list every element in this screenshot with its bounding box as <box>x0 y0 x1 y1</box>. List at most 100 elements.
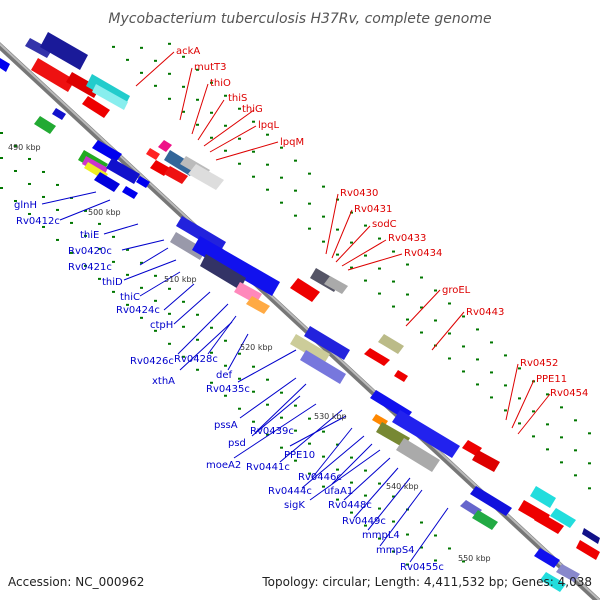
tick-dot <box>434 559 437 562</box>
gene-label-reverse: Rv0412c <box>16 216 60 227</box>
feature-reverse <box>396 438 440 472</box>
tick-dot <box>182 55 185 58</box>
tick-dot <box>364 224 367 227</box>
tick-dot <box>574 449 577 452</box>
tick-dot <box>448 547 451 550</box>
feature-forward <box>324 276 348 294</box>
tick-dots <box>0 42 591 566</box>
tick-dot <box>406 293 409 296</box>
feature-forward <box>164 166 188 184</box>
tick-dot <box>154 329 157 332</box>
backbone-line <box>0 42 600 600</box>
gene-label-reverse: Rv0441c <box>246 462 290 473</box>
tick-dot <box>518 422 521 425</box>
tick-dot <box>126 248 129 251</box>
gene-label-reverse: mmpL4 <box>362 530 400 541</box>
tick-dot <box>420 521 423 524</box>
gene-label-reverse: Rv0449c <box>342 516 386 527</box>
gene-label-reverse: def <box>216 370 233 381</box>
gene-label-reverse: Rv0444c <box>268 486 312 497</box>
tick-dot <box>266 163 269 166</box>
tick-dot <box>0 132 3 134</box>
tick-dot <box>0 187 3 189</box>
feature-forward <box>82 96 110 118</box>
feature-reverse <box>94 172 120 192</box>
reverse-features <box>0 58 580 592</box>
tick-dot <box>182 355 185 358</box>
kbp-tick-label: 550 kbp <box>458 554 491 563</box>
tick-dot <box>182 85 185 88</box>
tick-dot <box>294 459 297 462</box>
tick-dot <box>588 462 591 465</box>
tick-dot <box>364 524 367 527</box>
forward-gene-labels: ackA mutT3 thiO thiS thiG lpqL lpqM Rv04… <box>176 46 588 399</box>
gene-label-reverse: ufaA1 <box>324 486 353 497</box>
tick-dot <box>574 419 577 422</box>
tick-dot <box>140 316 143 319</box>
tick-dot <box>224 149 227 152</box>
tick-dot <box>112 235 115 238</box>
gene-label-forward: mutT3 <box>194 62 226 73</box>
feature-forward <box>158 140 172 152</box>
tick-dot <box>14 169 17 172</box>
tick-dot <box>238 407 241 410</box>
tick-dot <box>168 42 171 45</box>
tick-dot <box>14 144 17 147</box>
tick-dot <box>154 299 157 302</box>
tick-dot <box>154 59 157 62</box>
gene-label-forward: lpqL <box>258 120 279 131</box>
feature-forward <box>31 58 75 92</box>
tick-dot <box>560 436 563 439</box>
gene-label-reverse: PPE10 <box>284 450 315 461</box>
feature-reverse <box>246 296 270 314</box>
feature-forward <box>550 508 576 528</box>
tick-dot <box>546 423 549 426</box>
gene-label-reverse: Rv0428c <box>174 354 218 365</box>
tick-dot <box>434 534 437 537</box>
tick-dot <box>56 183 59 186</box>
tick-dot <box>378 507 381 510</box>
gene-label-forward: Rv0454 <box>550 388 588 399</box>
tick-dot <box>518 397 521 400</box>
tick-dot <box>42 225 45 228</box>
tick-dot <box>140 261 143 264</box>
gene-label-reverse: mmpS4 <box>376 545 415 556</box>
tick-dot <box>588 487 591 490</box>
gene-label-reverse: psd <box>228 438 246 449</box>
gene-label-forward: Rv0431 <box>354 204 392 215</box>
tick-dot <box>126 303 129 306</box>
gene-label-reverse: ctpH <box>150 320 173 331</box>
tick-dot <box>168 287 171 290</box>
tick-dot <box>448 302 451 305</box>
tick-dot <box>546 393 549 396</box>
tick-dot <box>336 198 339 201</box>
tick-dot <box>210 351 213 354</box>
tick-dot <box>518 367 521 370</box>
gene-label-forward: PPE11 <box>536 374 567 385</box>
kbp-tick-label: 540 kbp <box>386 482 419 491</box>
gene-label-reverse: Rv0424c <box>116 305 160 316</box>
tick-dot <box>392 495 395 498</box>
tick-dot <box>406 533 409 536</box>
tick-dot <box>336 228 339 231</box>
feature-reverse <box>300 350 346 384</box>
tick-dot <box>322 430 325 433</box>
tick-dot <box>280 201 283 204</box>
tick-dot <box>448 332 451 335</box>
tick-dot <box>364 469 367 472</box>
tick-dot <box>84 264 87 267</box>
gene-label-forward: thiG <box>242 104 263 115</box>
feature-reverse <box>106 158 140 184</box>
gene-label-reverse: sigK <box>284 500 305 511</box>
tick-dot <box>462 345 465 348</box>
tick-dot <box>560 461 563 464</box>
feature-reverse <box>534 548 560 568</box>
tick-dot <box>392 520 395 523</box>
tick-dot <box>280 446 283 449</box>
feature-reverse <box>304 326 350 360</box>
reverse-gene-labels: glnH Rv0412c thiE Rv0420c Rv0421c thiD t… <box>14 200 444 573</box>
tick-dot <box>140 286 143 289</box>
feature-reverse <box>34 116 56 134</box>
tick-dot <box>168 72 171 75</box>
